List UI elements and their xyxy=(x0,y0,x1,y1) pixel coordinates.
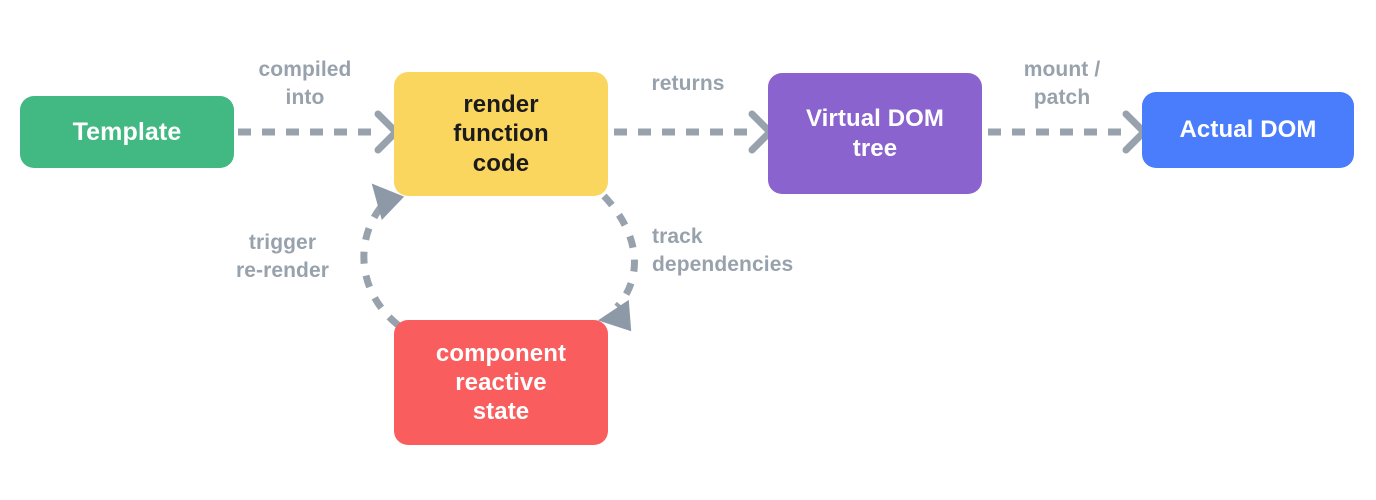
node-component-reactive-state[interactable]: component reactive state xyxy=(394,320,608,445)
node-actual-dom-label: Actual DOM xyxy=(1179,116,1317,144)
node-template[interactable]: Template xyxy=(20,96,234,168)
edge-label-mount-patch: mount / patch xyxy=(1023,58,1101,109)
node-render-function-code[interactable]: render function code xyxy=(394,72,608,196)
node-virtual-dom-tree[interactable]: Virtual DOM tree xyxy=(768,73,982,194)
edge-trigger-re-render xyxy=(360,183,405,328)
node-virtual-dom-tree-label: Virtual DOM tree xyxy=(805,105,944,162)
edge-label-trigger-re-render: trigger re-render xyxy=(235,231,330,282)
node-render-function-code-label: render function code xyxy=(453,91,549,177)
edge-compiled-into xyxy=(238,110,400,154)
edge-label-returns: returns xyxy=(651,72,725,95)
edge-label-track-dependencies: track dependencies xyxy=(652,225,794,276)
edge-track-dependencies xyxy=(597,193,638,332)
node-component-reactive-state-label: component reactive state xyxy=(435,339,567,426)
node-template-label: Template xyxy=(72,117,182,146)
node-actual-dom[interactable]: Actual DOM xyxy=(1142,92,1354,168)
edge-returns xyxy=(614,110,774,154)
edge-mount-patch xyxy=(988,110,1148,154)
edge-label-compiled-into: compiled into xyxy=(258,58,352,109)
